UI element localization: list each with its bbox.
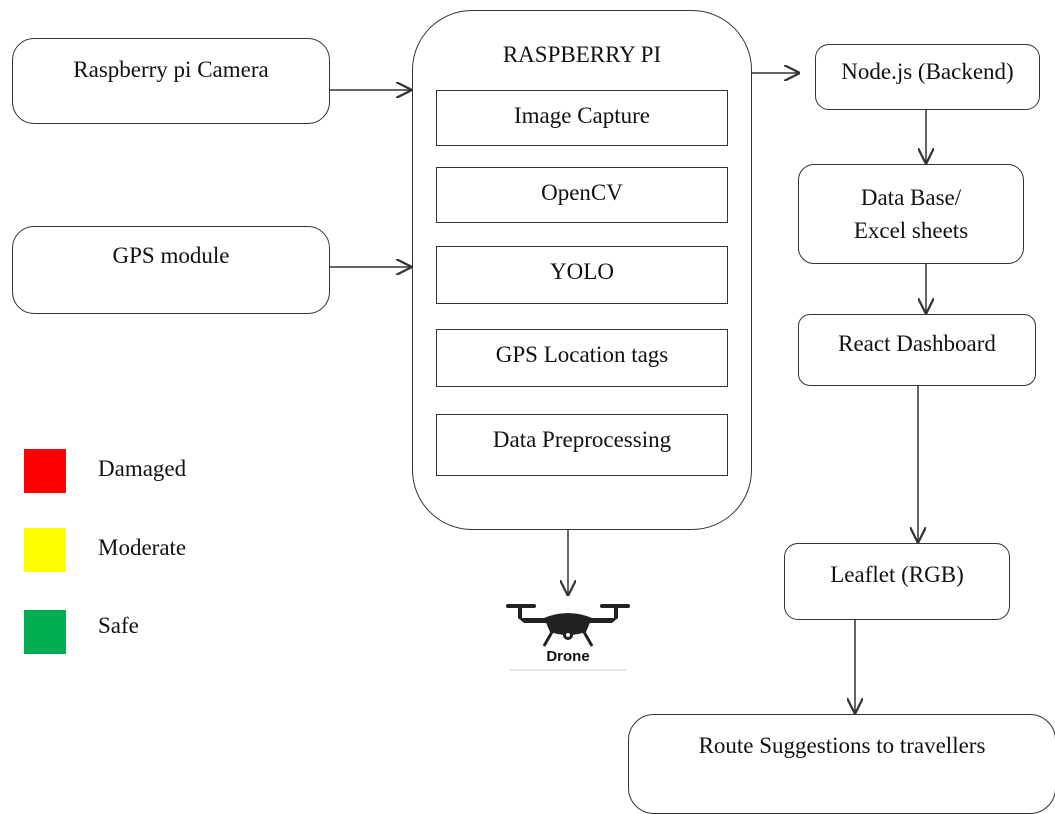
database-label-line2: Excel sheets: [853, 218, 969, 244]
gps-tags-node: GPS Location tags: [436, 329, 728, 387]
legend-label-safe: Safe: [98, 613, 139, 638]
preprocessing-node: Data Preprocessing: [436, 414, 728, 476]
camera-node: Raspberry pi Camera: [12, 38, 330, 124]
route-suggestions-node: Route Suggestions to travellers: [628, 714, 1055, 814]
legend-swatch-moderate: [24, 528, 66, 572]
legend-label-damaged: Damaged: [98, 456, 187, 481]
gps-module-node: GPS module: [12, 226, 330, 314]
image-capture-label: Image Capture: [513, 103, 651, 128]
database-node: Data Base/ Excel sheets: [798, 164, 1024, 264]
legend-swatch-safe: [24, 610, 66, 654]
camera-label: Raspberry pi Camera: [73, 57, 269, 82]
yolo-label: YOLO: [550, 259, 614, 284]
opencv-node: OpenCV: [436, 167, 728, 223]
legend-swatch-damaged: [24, 449, 66, 493]
react-dashboard-node: React Dashboard: [798, 314, 1036, 386]
nodejs-label: Node.js (Backend): [841, 59, 1014, 84]
preprocessing-label: Data Preprocessing: [492, 427, 672, 452]
opencv-label: OpenCV: [541, 180, 623, 205]
leaflet-node: Leaflet (RGB): [784, 543, 1010, 620]
leaflet-label: Leaflet (RGB): [830, 562, 964, 587]
drone-label: Drone: [546, 648, 590, 665]
drone-icon: Drone: [500, 598, 636, 674]
legend-label-moderate: Moderate: [98, 535, 187, 560]
gps-module-label: GPS module: [112, 243, 230, 268]
nodejs-node: Node.js (Backend): [815, 44, 1040, 110]
image-capture-node: Image Capture: [436, 90, 728, 146]
raspberry-pi-title: RASPBERRY PI: [502, 42, 662, 67]
yolo-node: YOLO: [436, 246, 728, 304]
database-label-line1: Data Base/: [860, 185, 962, 210]
react-dashboard-label: React Dashboard: [838, 331, 996, 356]
route-suggestions-label: Route Suggestions to travellers: [698, 733, 986, 758]
gps-tags-label: GPS Location tags: [495, 342, 669, 367]
